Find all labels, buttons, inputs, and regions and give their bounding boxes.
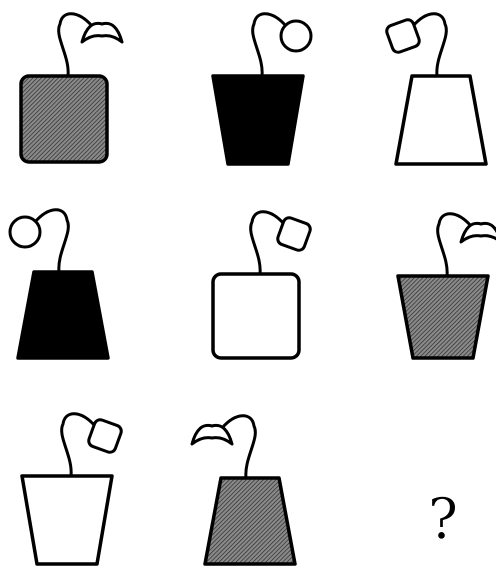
head-chevron	[461, 223, 496, 242]
plant-figure-4	[10, 210, 108, 358]
plant-figure-6	[398, 214, 496, 358]
plant-stem	[35, 210, 68, 272]
plant-stem	[438, 214, 471, 276]
plant-figure-5	[213, 212, 312, 358]
plant-figure-7	[22, 414, 123, 564]
plant-figure-8	[192, 416, 295, 564]
plant-stem	[59, 14, 92, 76]
head-circle	[10, 217, 40, 247]
plant-figure-3	[385, 14, 486, 164]
pot-tapered-up	[18, 272, 108, 358]
pot-tapered-down	[22, 476, 112, 564]
plant-stem	[253, 14, 286, 76]
pot-square	[213, 274, 299, 358]
question-mark: ?	[428, 487, 458, 552]
head-circle	[281, 21, 311, 51]
pot-tapered-down	[213, 76, 303, 164]
pot-square	[21, 76, 107, 162]
pot-tapered-up	[205, 478, 295, 564]
plant-figure-1	[21, 14, 122, 162]
plant-figure-2	[213, 14, 311, 164]
plant-stem	[222, 416, 255, 478]
pot-tapered-down	[398, 276, 488, 358]
head-chevron	[82, 23, 122, 42]
figure-grid	[10, 14, 496, 564]
head-chevron	[192, 425, 232, 444]
pot-tapered-up	[396, 76, 486, 164]
